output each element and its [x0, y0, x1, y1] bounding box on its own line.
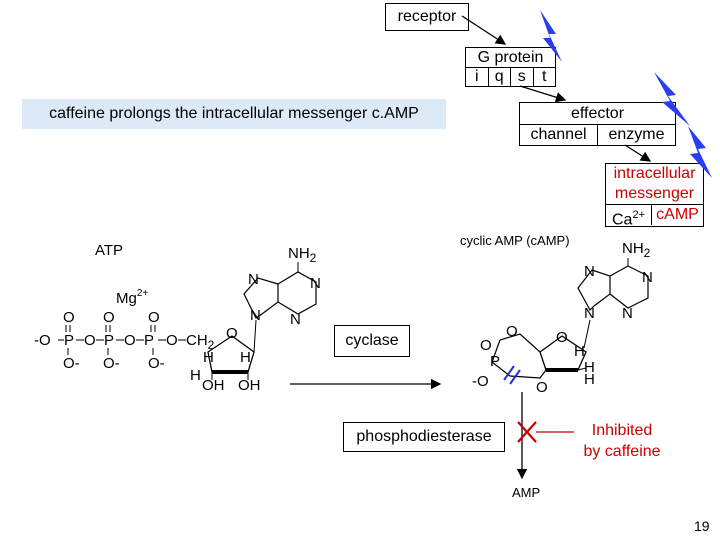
atp-oh1: OH: [202, 377, 225, 394]
messenger-camp: cAMP: [656, 206, 699, 223]
camp-o-dbl: O: [480, 337, 492, 354]
atp-o1-bottom: O-: [63, 355, 80, 372]
camp-adenine: [577, 265, 649, 311]
atp-structure: ATP Mg2+ -O P O O- O P O O- O P O O- O C…: [34, 242, 321, 394]
atp-nh2: NH2: [288, 245, 317, 265]
messenger-ca: Ca2+: [606, 205, 652, 229]
caption: caffeine prolongs the intracellular mess…: [22, 99, 446, 129]
arrow-effector-messenger: [624, 144, 652, 162]
atp-h1: H: [203, 349, 214, 366]
effector-title: effector: [570, 105, 625, 122]
atp-ring-o: O: [226, 325, 238, 342]
camp-n7: N: [584, 263, 595, 280]
subunit-s: s: [511, 68, 534, 86]
camp-h3: H: [584, 371, 595, 388]
g-protein-subunits: i q s t: [466, 67, 555, 86]
inhibited-note: Inhibited by caffeine: [574, 420, 670, 462]
camp-o-top: O: [506, 323, 518, 340]
atp-p2: P: [104, 332, 114, 349]
lightning-icon-2: [654, 72, 690, 126]
subunit-q: q: [489, 68, 511, 86]
subunit-t: t: [542, 68, 547, 85]
atp-o-bridge1: O: [84, 332, 96, 349]
camp-nh2: NH2: [622, 240, 651, 260]
messenger-line1: intracellular: [613, 165, 696, 182]
camp-h2: H: [584, 359, 595, 376]
atp-p3: P: [144, 332, 154, 349]
atp-p1: P: [64, 332, 74, 349]
camp-n3: N: [622, 305, 633, 322]
page-number: 19: [694, 518, 710, 534]
camp-n9: N: [584, 305, 595, 322]
inhibited-line2: by caffeine: [583, 443, 661, 460]
atp-n9: N: [250, 307, 261, 324]
cut-mark-1: [503, 365, 515, 381]
effector-items: channel enzyme: [520, 124, 675, 145]
camp-o-minus: -O: [472, 373, 489, 390]
ca-text: Ca: [612, 211, 633, 229]
effector-box: effector channel enzyme: [519, 102, 676, 146]
atp-n3: N: [290, 311, 301, 328]
atp-o3-top: O: [148, 309, 160, 326]
atp-oh2: OH: [238, 377, 261, 394]
camp-phosphate-ring: [491, 333, 547, 379]
atp-adenine: [243, 271, 317, 319]
atp-h3: H: [190, 367, 201, 384]
ca-charge: 2+: [632, 209, 645, 221]
camp-ribose-ring: [539, 335, 587, 371]
receptor-label: receptor: [397, 8, 457, 25]
receptor-box: receptor: [385, 3, 469, 31]
effector-enzyme: enzyme: [608, 126, 665, 143]
pde-box: phosphodiesterase: [343, 422, 505, 452]
camp-h1: H: [574, 343, 585, 360]
atp-o2-top: O: [103, 309, 115, 326]
atp-n1: N: [310, 275, 321, 292]
caption-text: caffeine prolongs the intracellular mess…: [49, 105, 419, 122]
atp-n7: N: [248, 271, 259, 288]
camp-structure: cyclic AMP (cAMP) NH2 N N N N O H H H O …: [460, 233, 653, 396]
pde-label: phosphodiesterase: [356, 428, 492, 445]
camp-ring-o: O: [556, 329, 568, 346]
atp-o-bridge2: O: [124, 332, 136, 349]
atp-o2-bottom: O-: [103, 355, 120, 372]
cut-mark-2: [509, 369, 521, 385]
atp-o1-top: O: [63, 309, 75, 326]
atp-ch2: CH2: [186, 332, 215, 352]
camp-o-bottom: O: [536, 379, 548, 396]
atp-o3-bottom: O-: [148, 355, 165, 372]
atp-h2: H: [240, 349, 251, 366]
amp-label: AMP: [512, 485, 541, 500]
atp-mg: Mg2+: [116, 288, 148, 307]
arrow-gprotein-effector: [519, 85, 567, 103]
messenger-items: Ca2+ cAMP: [606, 204, 703, 229]
inhibit-x-2: [517, 421, 537, 443]
lightning-icon-3: [688, 126, 712, 178]
atp-o-minus-left: -O: [34, 332, 51, 349]
camp-n1: N: [642, 269, 653, 286]
g-protein-box: G protein i q s t: [465, 47, 556, 87]
messenger-box: intracellular messenger Ca2+ cAMP: [605, 163, 704, 229]
atp-label: ATP: [95, 242, 123, 259]
camp-p: P: [490, 353, 500, 370]
g-protein-title: G protein: [477, 49, 544, 66]
cyclase-label: cyclase: [345, 332, 399, 349]
inhibited-line1: Inhibited: [591, 422, 653, 439]
cyclase-box: cyclase: [334, 325, 410, 357]
effector-channel: channel: [520, 125, 598, 145]
subunit-i: i: [466, 68, 489, 86]
camp-label: cyclic AMP (cAMP): [460, 233, 570, 248]
atp-ribose-ring: [207, 335, 255, 373]
lightning-icon-1: [540, 10, 562, 62]
atp-o-bridge3: O: [166, 332, 178, 349]
arrow-receptor-gprotein: [461, 15, 507, 45]
messenger-line2: messenger: [614, 185, 695, 202]
